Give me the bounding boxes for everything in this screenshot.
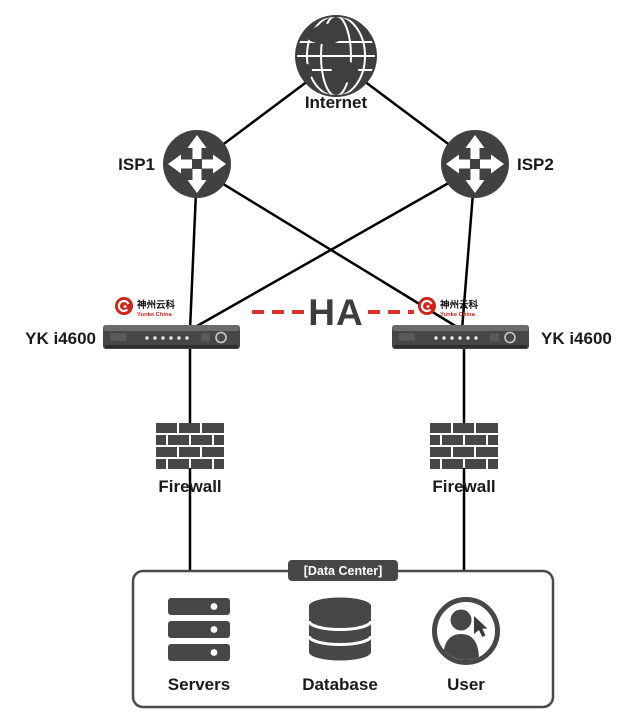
datacenter-label: [Data Center] xyxy=(304,564,383,578)
isp1-label: ISP1 xyxy=(118,155,155,174)
edge-isp2-device-left xyxy=(189,166,476,332)
isp2-router-icon xyxy=(441,130,509,198)
firewall-left-label: Firewall xyxy=(158,477,221,496)
datacenter-badge xyxy=(288,560,398,581)
firewall-right-icon xyxy=(430,423,498,469)
user-icon xyxy=(432,597,500,665)
servers-icon xyxy=(168,598,230,661)
edge-isp1-device-right xyxy=(196,166,463,332)
device-left-label: YK i4600 xyxy=(25,329,96,348)
ha-label: HA xyxy=(308,292,363,333)
database-icon xyxy=(307,597,373,661)
user-label: User xyxy=(447,675,485,694)
firewall-left-icon xyxy=(156,423,224,469)
database-label: Database xyxy=(302,675,378,694)
yunke-logo-left xyxy=(113,295,177,320)
internet-globe-icon xyxy=(295,15,377,97)
isp2-label: ISP2 xyxy=(517,155,554,174)
servers-label: Servers xyxy=(168,675,230,694)
device-right-icon xyxy=(391,324,530,350)
device-right-label: YK i4600 xyxy=(541,329,612,348)
firewall-right-label: Firewall xyxy=(432,477,495,496)
yunke-logo-right xyxy=(416,295,480,320)
device-left-icon xyxy=(102,324,241,350)
internet-label: Internet xyxy=(305,93,368,112)
isp1-router-icon xyxy=(163,130,231,198)
cursor-arrow-icon xyxy=(473,614,490,639)
